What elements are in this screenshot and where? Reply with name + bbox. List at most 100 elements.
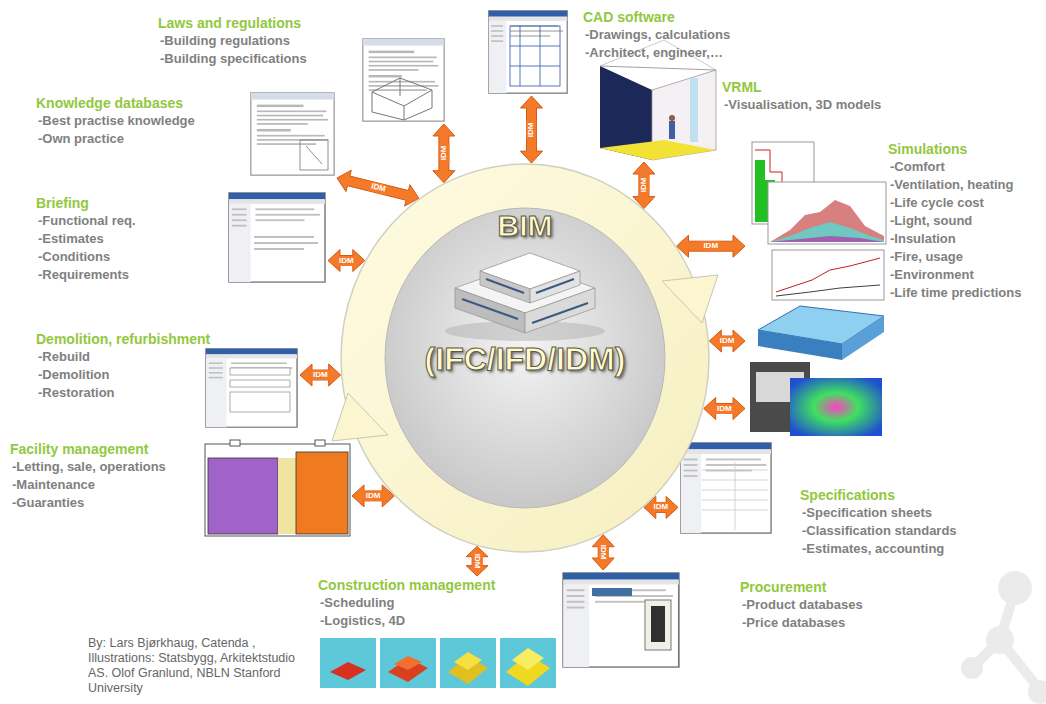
group-item: -Visualisation, 3D models <box>722 96 881 114</box>
group-item: -Conditions <box>36 248 136 266</box>
group-item: -Functional req. <box>36 212 136 230</box>
group-item: -Comfort <box>888 158 1021 176</box>
group-heading: VRML <box>722 78 881 96</box>
facility-floor-plan <box>205 440 350 536</box>
edge-label: IDM <box>718 336 737 346</box>
group-item: -Logistics, 4D <box>318 612 495 630</box>
simulation-charts <box>750 142 886 436</box>
idm-arrow <box>521 96 543 163</box>
construction-4d-images <box>320 638 556 688</box>
text-stack: Demolition, refurbishment-Rebuild-Demoli… <box>36 330 210 402</box>
knowledge-screenshot <box>251 93 334 175</box>
specification-screenshot <box>681 443 771 533</box>
edge-label: IDM <box>364 491 383 501</box>
cad-screenshot <box>489 11 567 93</box>
group-heading: Laws and regulations <box>158 14 307 32</box>
text-stack: VRML-Visualisation, 3D models <box>722 78 881 114</box>
group-item: -Price databases <box>740 614 863 632</box>
group-item: -Insulation <box>888 230 1021 248</box>
topic-group: Facility management-Letting, sale, opera… <box>8 438 352 538</box>
group-item: -Own practice <box>36 130 195 148</box>
idm-arrow <box>704 398 745 420</box>
edge-label: IDM <box>368 181 389 195</box>
group-item: -Fire, usage <box>888 248 1021 266</box>
group-item: -Best practise knowledge <box>36 112 195 130</box>
group-item: -Restoration <box>36 384 210 402</box>
text-stack: Laws and regulations-Building regulation… <box>158 14 307 68</box>
edge-label: IDM <box>639 176 649 195</box>
topic-group: VRML-Visualisation, 3D models <box>596 62 916 162</box>
edge-label: IDM <box>652 502 671 512</box>
group-item: -Classification standards <box>800 522 957 540</box>
topic-group: Specifications-Specification sheets-Clas… <box>678 440 975 560</box>
group-item: -Letting, sale, operations <box>10 458 166 476</box>
topic-group: Construction management-Scheduling-Logis… <box>300 576 558 692</box>
procurement-screenshot <box>563 573 679 667</box>
group-item: -Rebuild <box>36 348 210 366</box>
topic-group: Laws and regulations-Building regulation… <box>155 12 450 124</box>
group-item: -Drawings, calculations <box>583 26 730 44</box>
text-stack: Simulations-Comfort-Ventilation, heating… <box>888 140 1021 302</box>
group-heading: Procurement <box>740 578 863 596</box>
group-item: -Architect, engineer,… <box>583 44 730 62</box>
topic-group: Briefing-Functional req.-Estimates-Condi… <box>34 190 328 286</box>
edge-label: IDM <box>439 144 449 163</box>
text-stack: Briefing-Functional req.-Estimates-Condi… <box>36 194 136 284</box>
topic-group: Knowledge databases-Best practise knowle… <box>34 90 337 178</box>
text-stack: BIM (IFC/IFD/IDM) <box>340 209 710 377</box>
group-item: -Estimates, accounting <box>800 540 957 558</box>
group-heading: Briefing <box>36 194 136 212</box>
group-item: -Ventilation, heating <box>888 176 1021 194</box>
group-item: -Life cycle cost <box>888 194 1021 212</box>
text-stack: Procurement-Product databases-Price data… <box>740 578 863 632</box>
group-heading: Facility management <box>10 440 166 458</box>
edge-label: IDM <box>337 256 356 266</box>
group-heading: CAD software <box>583 8 730 26</box>
group-heading: Specifications <box>800 486 957 504</box>
building-model <box>445 253 605 341</box>
edge-label: IDM <box>598 543 608 562</box>
edge-label: IDM <box>311 370 330 380</box>
idm-arrow <box>337 170 419 206</box>
idm-arrow <box>633 162 655 209</box>
ring-title: BIM <box>340 209 710 243</box>
edge-label: IDM <box>472 552 482 571</box>
group-item: -Specification sheets <box>800 504 957 522</box>
text-stack: Knowledge databases-Best practise knowle… <box>36 94 195 148</box>
text-stack: Construction management-Scheduling-Logis… <box>318 576 495 630</box>
idm-arrow <box>328 250 365 272</box>
group-heading: Knowledge databases <box>36 94 195 112</box>
topic-group: Demolition, refurbishment-Rebuild-Demoli… <box>34 326 300 428</box>
group-heading: Construction management <box>318 576 495 594</box>
edge-label: IDM <box>526 120 536 139</box>
idm-arrow <box>677 235 746 257</box>
group-heading: Demolition, refurbishment <box>36 330 210 348</box>
credit-note: By: Lars Bjørkhaug, Catenda , Illustrati… <box>88 636 306 696</box>
group-item: -Estimates <box>36 230 136 248</box>
ring-subtitle: (IFC/IFD/IDM) <box>340 341 710 377</box>
edge-label: IDM <box>701 241 720 251</box>
topic-group: Procurement-Product databases-Price data… <box>560 570 900 672</box>
text-stack: Specifications-Specification sheets-Clas… <box>800 486 957 558</box>
text-stack: CAD software-Drawings, calculations-Arch… <box>583 8 730 62</box>
group-item: -Product databases <box>740 596 863 614</box>
topic-group: Simulations-Comfort-Ventilation, heating… <box>745 138 1041 438</box>
group-heading: Simulations <box>888 140 1021 158</box>
group-item: -Light, sound <box>888 212 1021 230</box>
edge-label: IDM <box>715 404 734 414</box>
idm-arrow <box>466 546 488 576</box>
group-item: -Building specifications <box>158 50 307 68</box>
group-item: -Requirements <box>36 266 136 284</box>
idm-arrow <box>433 124 455 183</box>
idm-arrow <box>592 535 614 570</box>
group-item: -Guaranties <box>10 494 166 512</box>
idm-arrow <box>300 364 341 386</box>
group-item: -Maintenance <box>10 476 166 494</box>
demolition-screenshot <box>206 349 297 427</box>
group-item: -Demolition <box>36 366 210 384</box>
group-item: -Life time predictions <box>888 284 1021 302</box>
laws-screenshot <box>363 39 444 121</box>
group-item: -Scheduling <box>318 594 495 612</box>
